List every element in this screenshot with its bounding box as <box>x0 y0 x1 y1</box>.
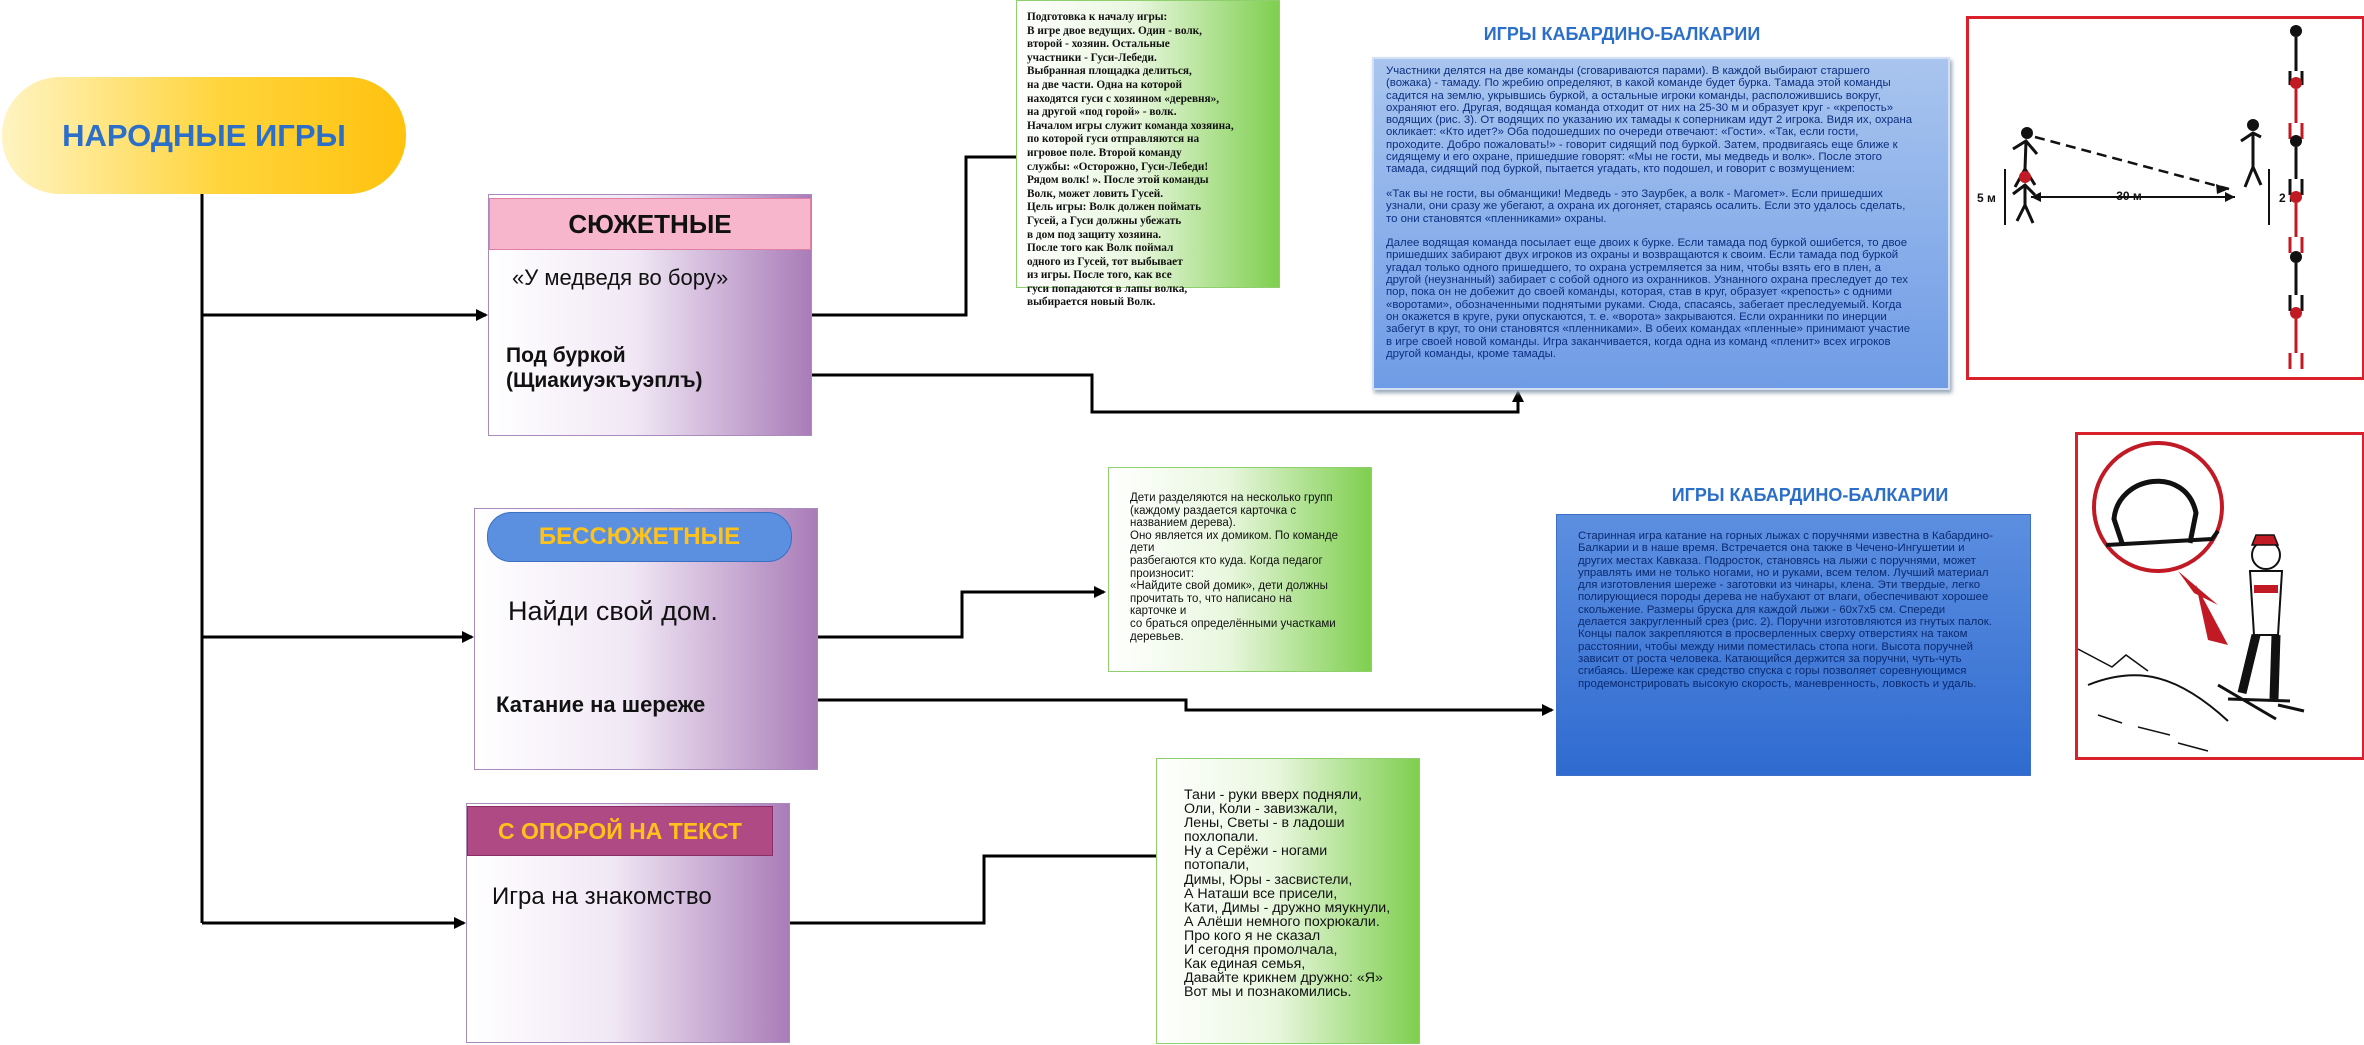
connector-bear <box>812 155 1016 317</box>
root-label: НАРОДНЫЕ ИГРЫ <box>62 117 346 153</box>
connector-house-arrow <box>818 586 1106 639</box>
root-node-folk-games: НАРОДНЫЕ ИГРЫ <box>2 77 406 194</box>
detail-text-bear: Подготовка к началу игры: В игре двое ве… <box>1027 11 1234 309</box>
detail-card-house <box>1108 467 1372 672</box>
detail-card-acquaintance <box>1156 758 1420 1044</box>
game-item-acquaintance: Игра на знакомство <box>492 883 712 910</box>
game-item-bear: «У медведя во бору» <box>512 265 729 290</box>
info-title-burka: ИГРЫ КАБАРДИНО-БАЛКАРИИ <box>1483 24 1761 44</box>
game-item-find-house: Найди свой дом. <box>508 596 718 626</box>
figure-label-30m: 30 м <box>2116 189 2142 203</box>
skier-illustration <box>2077 441 2305 752</box>
game-field-figure: 5 м 30 м 2 м <box>1966 16 2364 380</box>
info-title-sheregezh: ИГРЫ КАБАРДИНО-БАЛКАРИИ <box>1671 485 1949 505</box>
category-header-text-based: С ОПОРОЙ НА ТЕКСТ <box>467 806 773 856</box>
info-card-burka <box>1372 57 1950 390</box>
info-text-burka: Участники делятся на две команды (сговар… <box>1386 65 1913 360</box>
detail-text-house: Дети разделяются на несколько групп (каж… <box>1130 492 1339 643</box>
game-item-sheregezh: Катание на шереже <box>496 692 706 717</box>
info-text-sheregezh: Старинная игра катание на горных лыжах с… <box>1578 530 1994 690</box>
figure-label-5m: 5 м <box>1977 191 1996 205</box>
connector-burka-arrow <box>812 373 1524 414</box>
player-column-figures <box>2288 25 2304 369</box>
category-header-plot: СЮЖЕТНЫЕ <box>489 198 811 250</box>
detail-text-acquaintance: Тани - руки вверх подняли, Оли, Коли - з… <box>1184 787 1391 1001</box>
category-header-plotless: БЕССЮЖЕТНЫЕ <box>487 512 792 562</box>
connector-sheregezh-arrow <box>818 698 1554 716</box>
detail-card-bear <box>1016 0 1280 288</box>
skier-figure <box>2075 432 2364 760</box>
game-item-burka: Под буркой (Щиакиуэкъуэплъ) <box>506 344 703 393</box>
connector-acquaintance <box>790 854 1156 925</box>
info-card-sheregezh <box>1556 514 2031 776</box>
game-field-illustration: 5 м 30 м 2 м <box>1977 25 2304 369</box>
